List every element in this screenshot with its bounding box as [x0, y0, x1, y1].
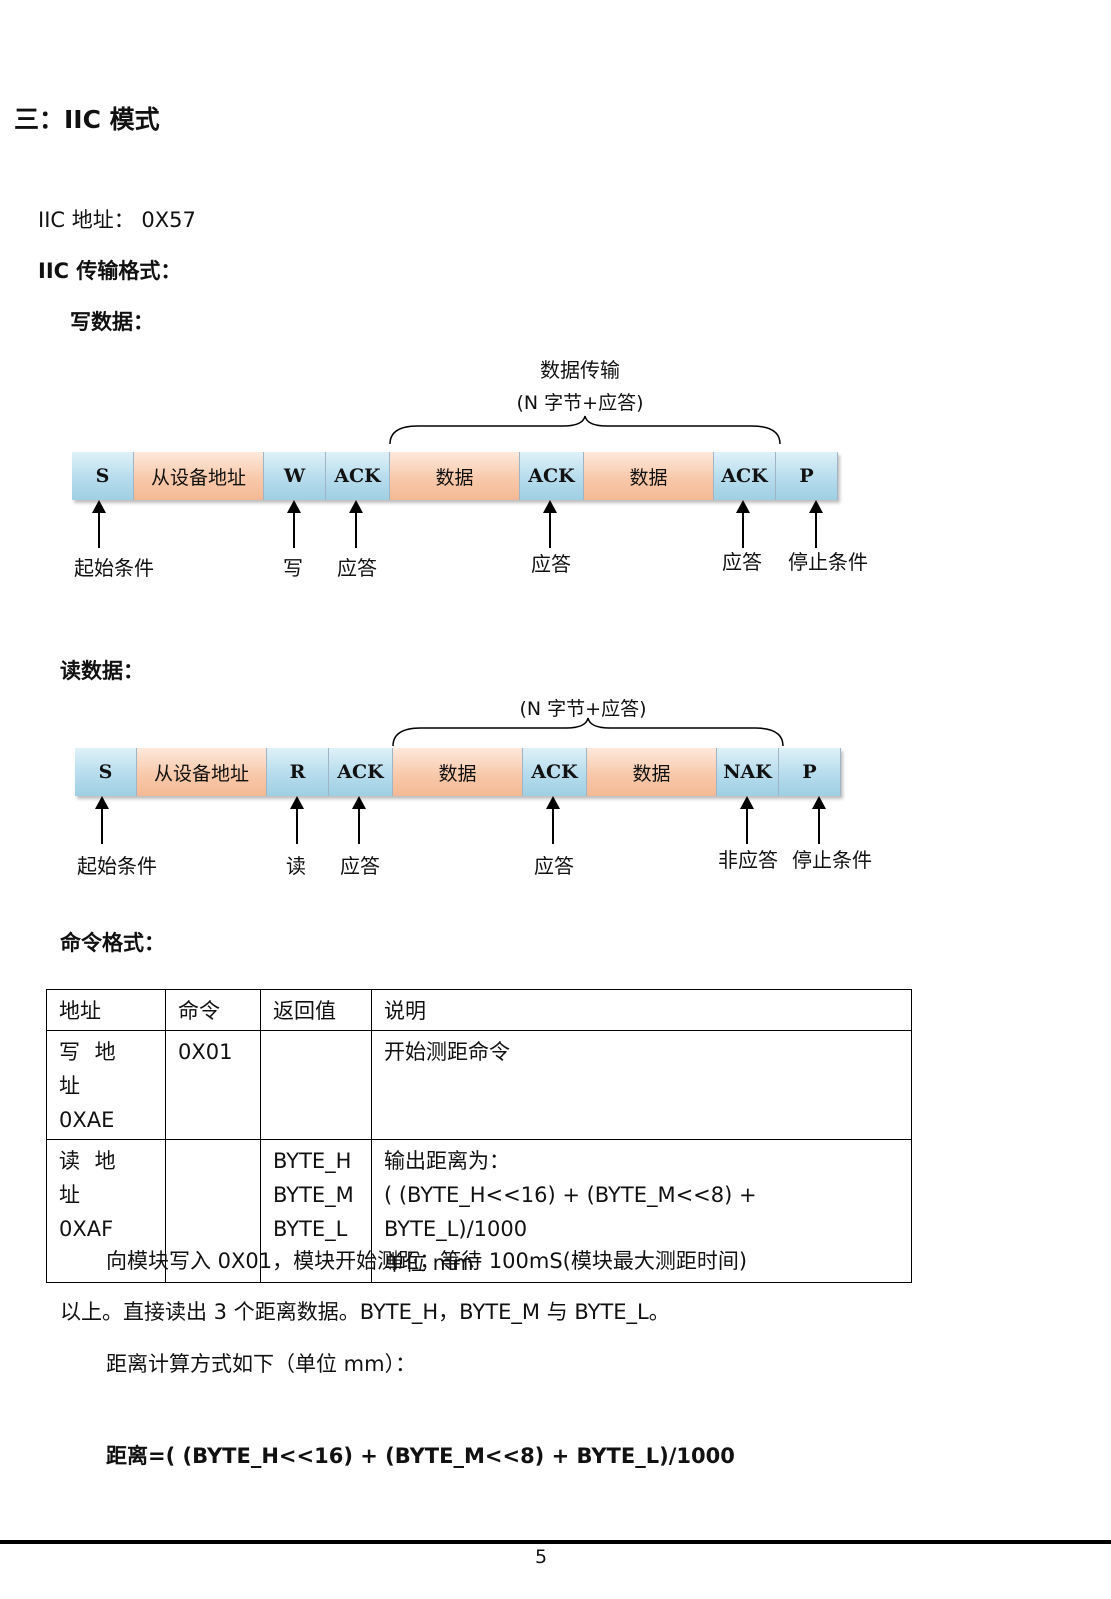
write-data-title: 写数据： — [70, 310, 154, 334]
read-slave-address-cell: 从设备地址 — [137, 748, 267, 796]
write-slave-address-cell: 从设备地址 — [134, 452, 264, 500]
write-ack-cell: ACK — [714, 452, 776, 500]
page-number: 5 — [535, 1546, 548, 1568]
arrow-up-icon — [95, 796, 109, 844]
return-byte: BYTE_L — [273, 1217, 348, 1241]
label-ack: 应答 — [534, 854, 574, 878]
arrow-up-icon — [290, 796, 304, 844]
description-line: 输出距离为： — [384, 1149, 510, 1173]
write-brace — [389, 415, 781, 445]
write-data-cell: 数据 — [390, 452, 520, 500]
command-table: 地址 命令 返回值 说明 写 地 址 0XAE 0X01 开始测距命令 读 地 … — [46, 989, 912, 1283]
cell-return: BYTE_H BYTE_M BYTE_L — [260, 1139, 372, 1283]
cell-return — [260, 1030, 372, 1140]
write-stop-cell: P — [776, 452, 838, 500]
table-row: 写 地 址 0XAE 0X01 开始测距命令 — [46, 1030, 912, 1140]
arrow-up-icon — [92, 500, 106, 548]
arrow-up-icon — [352, 796, 366, 844]
cell-address: 读 地 址 0XAF — [46, 1139, 166, 1283]
paragraph-line: 距离计算方式如下（单位 mm）： — [106, 1352, 417, 1376]
label-start-condition: 起始条件 — [77, 854, 157, 878]
arrow-up-icon — [740, 796, 754, 844]
return-byte: BYTE_M — [273, 1183, 354, 1207]
table-header-row: 地址 命令 返回值 说明 — [46, 989, 912, 1031]
write-start-cell: S — [72, 452, 134, 500]
header-command: 命令 — [165, 989, 261, 1031]
address-label: 写 地 址 — [59, 1040, 120, 1098]
cell-command: 0X01 — [165, 1030, 261, 1140]
table-row: 读 地 址 0XAF BYTE_H BYTE_M BYTE_L 输出距离为： (… — [46, 1139, 912, 1283]
cell-address: 写 地 址 0XAE — [46, 1030, 166, 1140]
write-w-cell: W — [264, 452, 326, 500]
cell-description: 开始测距命令 — [371, 1030, 912, 1140]
return-byte: BYTE_H — [273, 1149, 352, 1173]
description-line: ( (BYTE_H<<16) + (BYTE_M<<8) + BYTE_L)/1… — [384, 1183, 757, 1241]
description-line: 单位 mm — [384, 1251, 474, 1275]
write-data-cell: 数据 — [584, 452, 714, 500]
description-line: 开始测距命令 — [384, 1040, 510, 1064]
paragraph-line: 以上。直接读出 3 个距离数据。BYTE_H，BYTE_M 与 BYTE_L。 — [60, 1300, 670, 1324]
address-value: 0XAF — [59, 1217, 114, 1241]
header-description: 说明 — [371, 989, 912, 1031]
write-ack-cell: ACK — [520, 452, 584, 500]
label-write: 写 — [283, 556, 303, 580]
arrow-up-icon — [543, 500, 557, 548]
label-stop-condition: 停止条件 — [788, 550, 868, 574]
arrow-up-icon — [349, 500, 363, 548]
read-brace-subtitle: (N 字节+应答) — [519, 698, 647, 720]
arrow-up-icon — [736, 500, 750, 548]
section-heading: 三：IIC 模式 — [14, 105, 160, 134]
label-ack: 应答 — [337, 556, 377, 580]
paragraph-line: 向模块写入 0X01，模块开始测距；等待 100mS(模块最大测距时间) — [106, 1249, 748, 1273]
write-diagram: 数据传输 (N 字节+应答) S 从设备地址 W ACK 数据 ACK 数据 A… — [0, 350, 1111, 590]
write-frame: S 从设备地址 W ACK 数据 ACK 数据 ACK P — [72, 452, 838, 500]
read-ack-cell: ACK — [329, 748, 393, 796]
read-ack-cell: ACK — [523, 748, 587, 796]
write-ack-cell: ACK — [326, 452, 390, 500]
header-return: 返回值 — [260, 989, 372, 1031]
read-frame: S 从设备地址 R ACK 数据 ACK 数据 NAK P — [75, 748, 841, 796]
label-ack: 应答 — [531, 552, 571, 576]
label-stop-condition: 停止条件 — [792, 848, 872, 872]
read-brace — [392, 717, 784, 747]
read-nak-cell: NAK — [717, 748, 779, 796]
read-stop-cell: P — [779, 748, 841, 796]
read-data-cell: 数据 — [587, 748, 717, 796]
arrow-up-icon — [812, 796, 826, 844]
arrow-up-icon — [546, 796, 560, 844]
read-diagram: (N 字节+应答) S 从设备地址 R ACK 数据 ACK 数据 NAK P … — [0, 690, 1111, 890]
read-data-title: 读数据： — [60, 659, 144, 683]
label-start-condition: 起始条件 — [74, 556, 154, 580]
write-brace-subtitle: (N 字节+应答) — [516, 392, 644, 414]
read-data-cell: 数据 — [393, 748, 523, 796]
read-start-cell: S — [75, 748, 137, 796]
iic-address: IIC 地址： 0X57 — [38, 208, 196, 232]
label-ack: 应答 — [722, 550, 762, 574]
command-format-title: 命令格式： — [60, 931, 165, 955]
address-label: 读 地 址 — [59, 1149, 120, 1207]
iic-format-label: IIC 传输格式： — [38, 259, 182, 283]
distance-formula: 距离=( (BYTE_H<<16) + (BYTE_M<<8) + BYTE_L… — [106, 1444, 735, 1468]
label-nack: 非应答 — [718, 848, 778, 872]
cell-command — [165, 1139, 261, 1283]
address-value: 0XAE — [59, 1108, 115, 1132]
header-address: 地址 — [46, 989, 166, 1031]
arrow-up-icon — [287, 500, 301, 548]
write-brace-title: 数据传输 — [540, 358, 620, 382]
label-ack: 应答 — [340, 854, 380, 878]
footer-divider — [0, 1540, 1111, 1544]
label-read: 读 — [286, 854, 306, 878]
arrow-up-icon — [809, 500, 823, 548]
read-r-cell: R — [267, 748, 329, 796]
cell-description: 输出距离为： ( (BYTE_H<<16) + (BYTE_M<<8) + BY… — [371, 1139, 912, 1283]
